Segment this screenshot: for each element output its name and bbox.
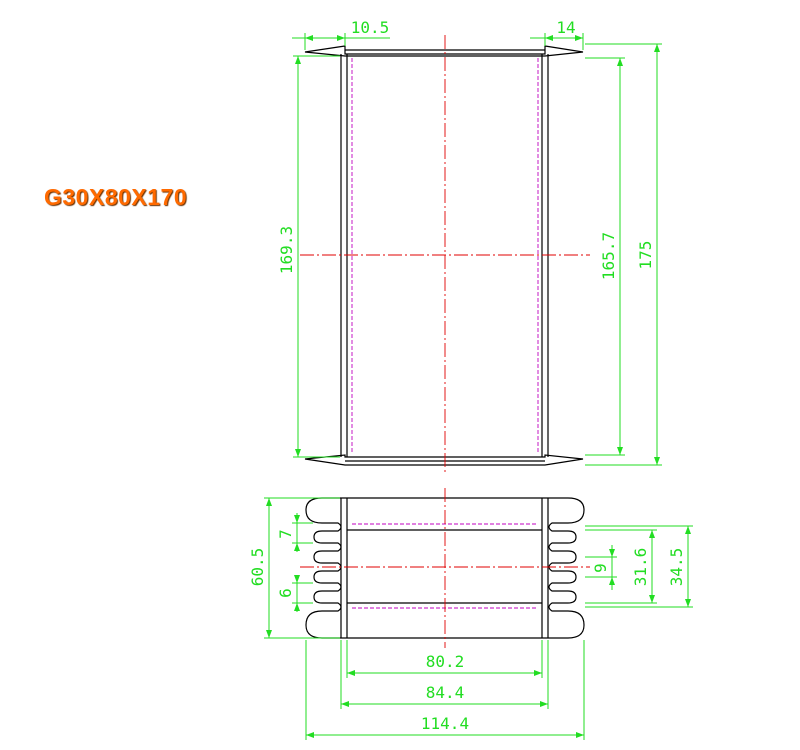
dim-top-flange-right: 14 — [530, 18, 584, 50]
dim-label-window-width: 84.4 — [426, 683, 465, 702]
dim-slot-span-outer: 34.5 — [585, 525, 693, 608]
dim-label-overall-height: 175 — [636, 241, 655, 270]
model-label: G30X80X170 — [44, 184, 188, 210]
dim-label-core-height: 165.7 — [599, 232, 618, 280]
dim-inner-height: 169.3 — [277, 55, 340, 458]
dim-label-core-width: 80.2 — [426, 652, 465, 671]
dim-core-height: 165.7 — [585, 57, 625, 456]
dim-label-slot-lower: 6 — [276, 588, 295, 598]
dim-slot-lower: 6 — [276, 575, 313, 612]
dim-top-flange-left: 10.5 — [292, 18, 390, 50]
dim-label-overall-width: 114.4 — [421, 714, 469, 733]
dim-label-pin-pitch: 9 — [591, 563, 610, 573]
dim-overall-height: 175 — [585, 43, 662, 466]
dim-label-slot-upper: 7 — [276, 529, 295, 539]
dim-overall-width: 114.4 — [305, 640, 585, 740]
dim-label-inner-height: 169.3 — [277, 226, 296, 274]
dim-label-top-flange-right: 14 — [556, 18, 575, 37]
left-end-flange — [305, 497, 345, 639]
dim-end-height: 60.5 — [248, 497, 340, 639]
dim-slot-upper: 7 — [276, 513, 313, 552]
dim-label-top-flange-left: 10.5 — [351, 18, 390, 37]
right-end-flange — [545, 497, 585, 639]
bottom-flange — [304, 454, 584, 466]
dim-window-width: 84.4 — [340, 640, 549, 709]
dim-label-end-height: 60.5 — [248, 548, 267, 587]
dim-slot-span-inner: 31.6 — [585, 529, 657, 604]
dim-label-slot-span-outer: 34.5 — [667, 548, 686, 587]
dim-label-slot-span-inner: 31.6 — [631, 548, 650, 587]
dim-core-width: 80.2 — [346, 640, 543, 678]
dim-pin-pitch: 9 — [585, 545, 617, 590]
top-view: 10.5 14 169.3 165.7 — [277, 18, 662, 475]
end-view: 60.5 7 6 9 — [248, 488, 693, 740]
